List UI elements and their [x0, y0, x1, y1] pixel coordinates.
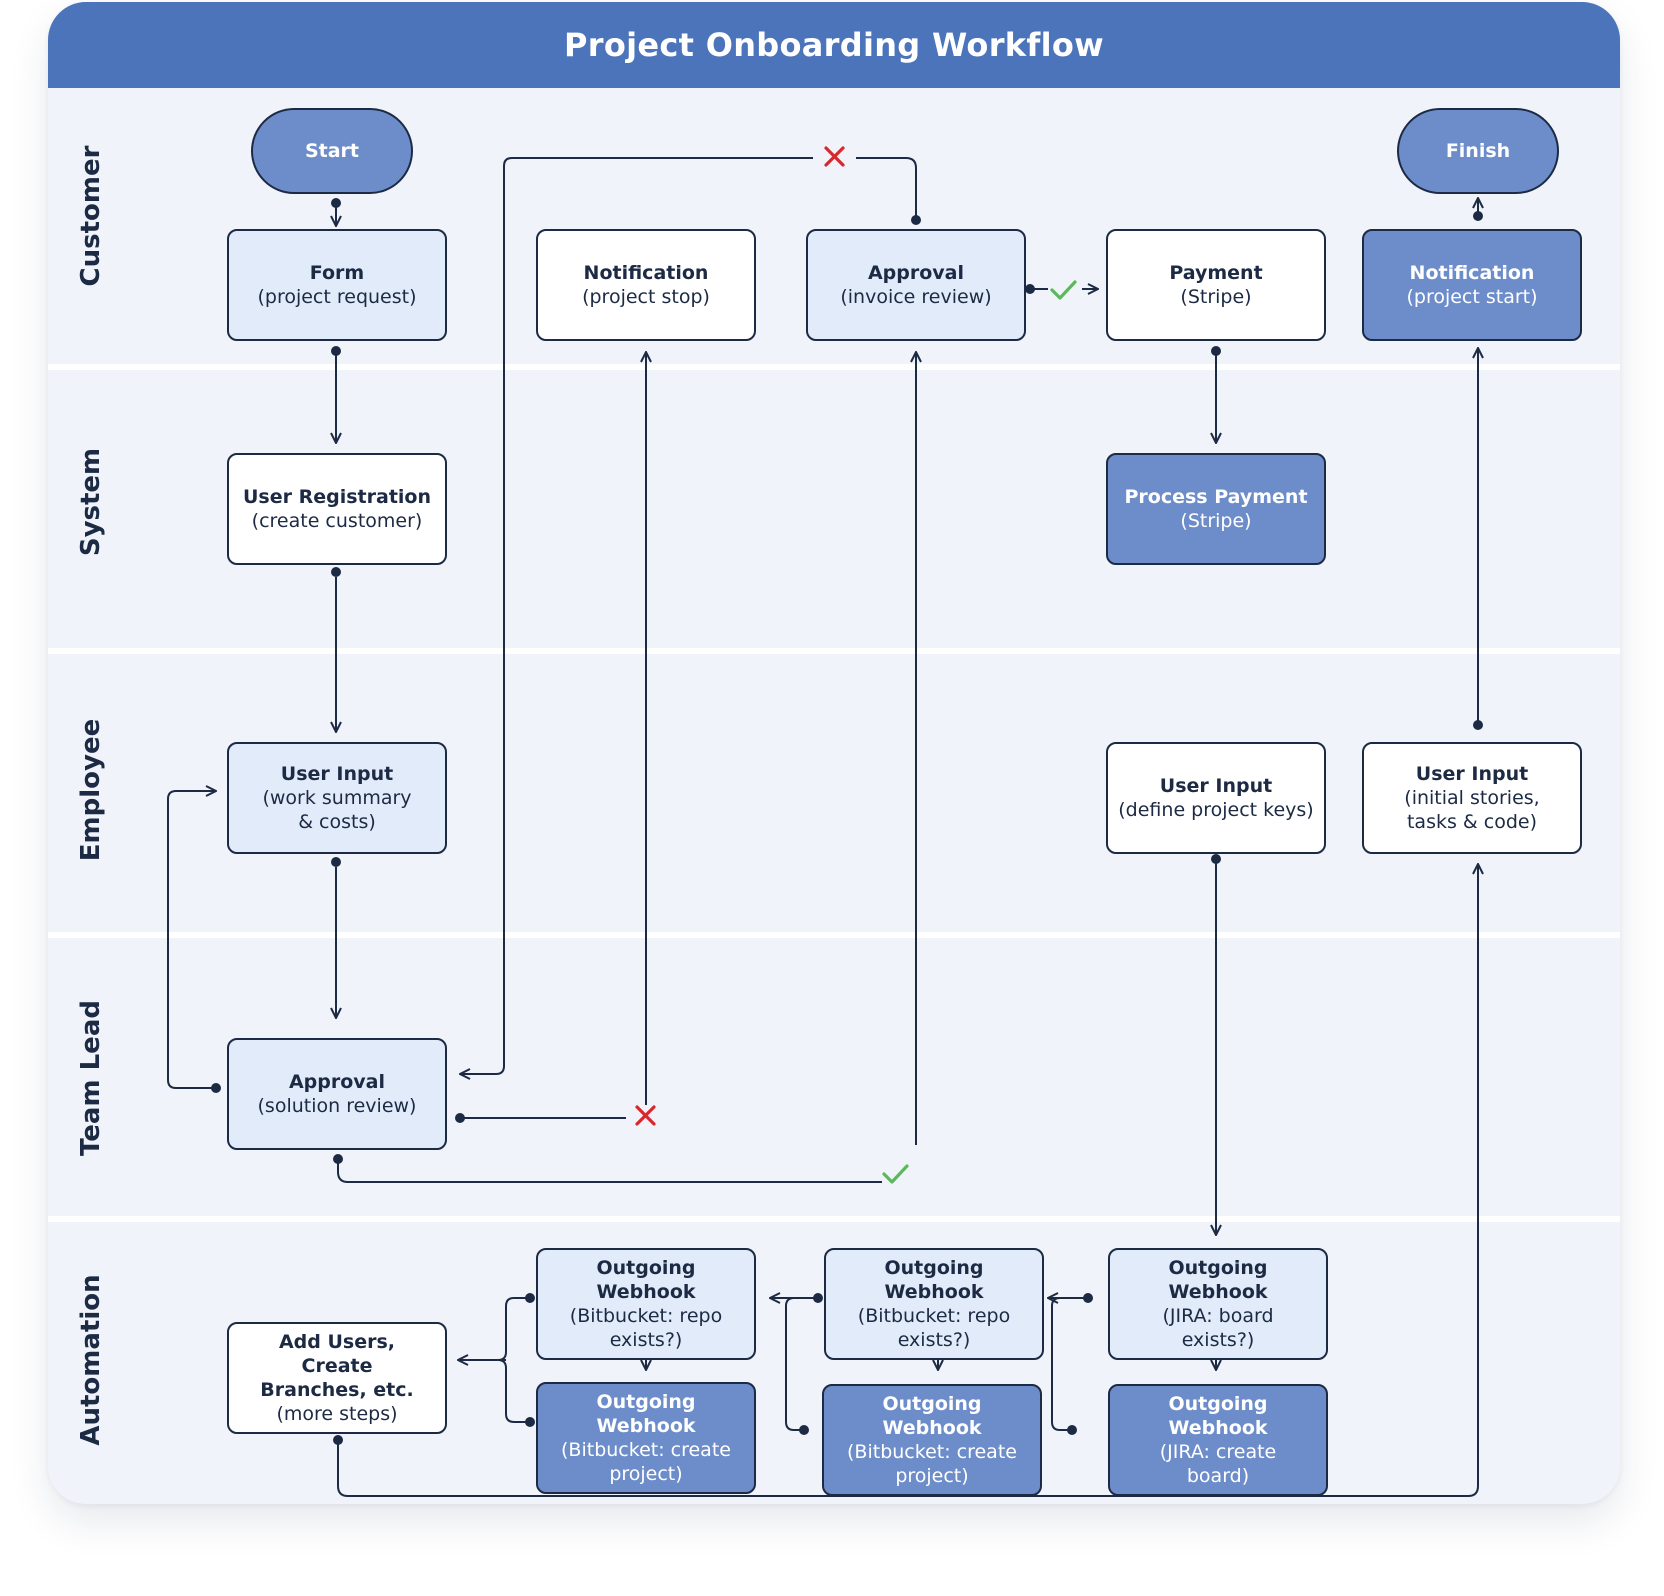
reject-cross-icon	[824, 146, 845, 167]
webhook-bitbucket-create-2-node: Outgoing Webhook (Bitbucket: create proj…	[822, 1384, 1042, 1496]
webhook-bitbucket-exists-2-node: Outgoing Webhook (Bitbucket: repo exists…	[824, 1248, 1044, 1360]
diagram-card: Project Onboarding Workflow Customer Sys…	[48, 2, 1620, 1504]
user-input-keys-node: User Input (define project keys)	[1106, 742, 1326, 854]
approve-check-icon	[882, 1164, 909, 1184]
user-input-work-node: User Input (work summary & costs)	[227, 742, 447, 854]
node-subtitle: (solution review)	[257, 1095, 417, 1117]
node-subtitle: (project request)	[257, 286, 417, 308]
user-input-stories-node: User Input (initial stories, tasks & cod…	[1362, 742, 1582, 854]
node-title: Outgoing Webhook	[1168, 1257, 1268, 1303]
reject-cross-icon	[635, 1105, 656, 1126]
node-title: Outgoing Webhook	[882, 1393, 982, 1439]
node-subtitle: (invoice review)	[840, 286, 992, 308]
notification-stop-node: Notification (project stop)	[536, 229, 756, 341]
approval-invoice-node: Approval (invoice review)	[806, 229, 1026, 341]
node-subtitle: (Bitbucket: create project)	[847, 1441, 1017, 1487]
node-subtitle: (Stripe)	[1180, 286, 1252, 308]
node-title: Form	[309, 262, 365, 284]
lane-divider	[48, 1216, 1620, 1222]
node-subtitle: (JIRA: create board)	[1159, 1441, 1277, 1487]
add-users-node: Add Users, Create Branches, etc. (more s…	[227, 1322, 447, 1434]
node-subtitle: (Bitbucket: create project)	[561, 1439, 731, 1485]
webhook-bitbucket-create-1-node: Outgoing Webhook (Bitbucket: create proj…	[536, 1382, 756, 1494]
node-subtitle: (JIRA: board exists?)	[1162, 1305, 1274, 1351]
node-subtitle: (define project keys)	[1118, 799, 1314, 821]
node-subtitle: (create customer)	[251, 510, 423, 532]
node-subtitle: (Stripe)	[1180, 510, 1252, 532]
node-subtitle: (more steps)	[276, 1403, 398, 1425]
node-title: Outgoing Webhook	[1168, 1393, 1268, 1439]
node-title: Approval	[867, 262, 965, 284]
start-terminal: Start	[251, 108, 413, 194]
node-title: User Input	[1415, 763, 1529, 785]
lane-divider	[48, 364, 1620, 370]
finish-terminal: Finish	[1397, 108, 1559, 194]
node-title: Approval	[288, 1071, 386, 1093]
node-subtitle: (work summary & costs)	[262, 787, 412, 833]
lane-divider	[48, 932, 1620, 938]
webhook-jira-exists-node: Outgoing Webhook (JIRA: board exists?)	[1108, 1248, 1328, 1360]
node-title: Outgoing Webhook	[884, 1257, 984, 1303]
notification-start-node: Notification (project start)	[1362, 229, 1582, 341]
diagram-title: Project Onboarding Workflow	[48, 2, 1620, 88]
node-title: Process Payment	[1124, 486, 1308, 508]
node-title: User Input	[280, 763, 394, 785]
node-subtitle: (project start)	[1406, 286, 1538, 308]
payment-node: Payment (Stripe)	[1106, 229, 1326, 341]
node-subtitle: (initial stories, tasks & code)	[1404, 787, 1540, 833]
node-title: Payment	[1169, 262, 1263, 284]
node-title: Notification	[1409, 262, 1535, 284]
node-title: User Registration	[243, 486, 431, 508]
node-subtitle: (Bitbucket: repo exists?)	[569, 1305, 723, 1351]
node-title: Outgoing Webhook	[596, 1257, 696, 1303]
user-registration-node: User Registration (create customer)	[227, 453, 447, 565]
node-subtitle: (project stop)	[582, 286, 710, 308]
node-subtitle: (Bitbucket: repo exists?)	[857, 1305, 1011, 1351]
process-payment-node: Process Payment (Stripe)	[1106, 453, 1326, 565]
webhook-jira-create-node: Outgoing Webhook (JIRA: create board)	[1108, 1384, 1328, 1496]
approval-solution-node: Approval (solution review)	[227, 1038, 447, 1150]
approve-check-icon	[1050, 280, 1077, 300]
node-title: Add Users, Create Branches, etc.	[260, 1331, 414, 1401]
lane-divider	[48, 648, 1620, 654]
form-node: Form (project request)	[227, 229, 447, 341]
webhook-bitbucket-exists-1-node: Outgoing Webhook (Bitbucket: repo exists…	[536, 1248, 756, 1360]
node-title: User Input	[1159, 775, 1273, 797]
node-title: Notification	[583, 262, 709, 284]
node-title: Outgoing Webhook	[596, 1391, 696, 1437]
connector-lines	[167, 146, 1620, 1497]
